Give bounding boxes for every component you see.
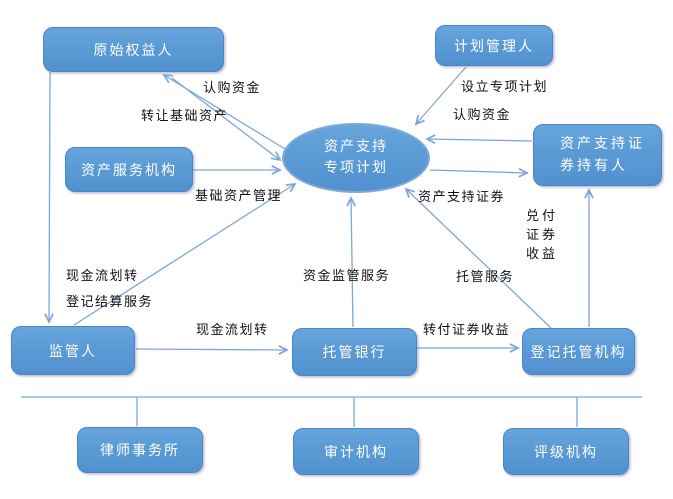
- node-supervisor: 监管人: [11, 326, 135, 375]
- node-auditor-label: 审计机构: [324, 444, 388, 461]
- edge-label-asset-management: 基础资产管理: [195, 189, 283, 204]
- edge-label-custody-service: 托管服务: [456, 270, 515, 285]
- node-rating-agency: 评级机构: [503, 428, 629, 475]
- node-registrar-label: 登记托管机构: [530, 344, 627, 361]
- edge-label-forward-income: 转付证券收益: [423, 323, 511, 338]
- edge-originator-to-supervisor: [49, 71, 50, 322]
- node-asset-servicer: 资产服务机构: [65, 147, 193, 192]
- edge-label-registration-settlement: 登记结算服务: [66, 295, 154, 310]
- node-plan-manager-label: 计划管理人: [454, 38, 534, 55]
- edge-supervisor-to-spv: [73, 184, 295, 326]
- edge-registrar-to-spv: [406, 189, 552, 329]
- edge-label-abs-securities: 资产支持证券: [418, 190, 506, 205]
- edge-label-transfer-assets: 转让基础资产: [141, 109, 229, 124]
- edge-label-subscribe-funds-right: 认购资金: [453, 108, 512, 123]
- edge-manager-to-spv: [416, 66, 467, 124]
- node-spv-plan-label: 资产支持专项计划: [324, 139, 388, 176]
- node-auditor: 审计机构: [293, 428, 419, 475]
- node-asset-servicer-label: 资产服务机构: [81, 162, 177, 179]
- node-securities-holders: 资产支持证券持有人: [533, 124, 662, 186]
- node-supervisor-label: 监管人: [49, 343, 97, 360]
- node-plan-manager: 计划管理人: [435, 25, 553, 66]
- node-rating-agency-label: 评级机构: [534, 444, 598, 461]
- edge-label-setup-plan: 设立专项计划: [461, 80, 549, 95]
- node-law-firm-label: 律师事务所: [100, 443, 180, 459]
- node-securities-holders-label: 资产支持证券持有人: [560, 136, 645, 174]
- edge-label-subscribe-funds-left: 认购资金: [203, 81, 262, 96]
- edge-originator-to-spv-assets: [171, 77, 280, 160]
- node-spv-plan: 资产支持专项计划: [282, 123, 430, 193]
- edge-spv-to-holders-securities: [429, 170, 527, 173]
- edge-label-fund-supervision: 资金监管服务: [303, 269, 391, 284]
- node-law-firm: 律师事务所: [77, 427, 203, 473]
- edge-label-cash-transfer-bottom: 现金流划转: [196, 323, 269, 338]
- node-custodian-bank-label: 托管银行: [322, 345, 387, 361]
- node-registrar: 登记托管机构: [522, 328, 635, 375]
- edge-label-redeem-income: 兑付证券收益: [526, 209, 559, 262]
- edge-custodian-bank-to-spv: [351, 198, 353, 328]
- node-originator: 原始权益人: [43, 27, 224, 72]
- edge-label-cash-transfer-left: 现金流划转: [66, 269, 139, 284]
- edge-supervisor-to-custodian-bank: [135, 349, 287, 350]
- node-custodian-bank: 托管银行: [292, 328, 417, 376]
- node-originator-label: 原始权益人: [93, 42, 174, 59]
- edge-holders-to-spv-funds: [427, 139, 533, 141]
